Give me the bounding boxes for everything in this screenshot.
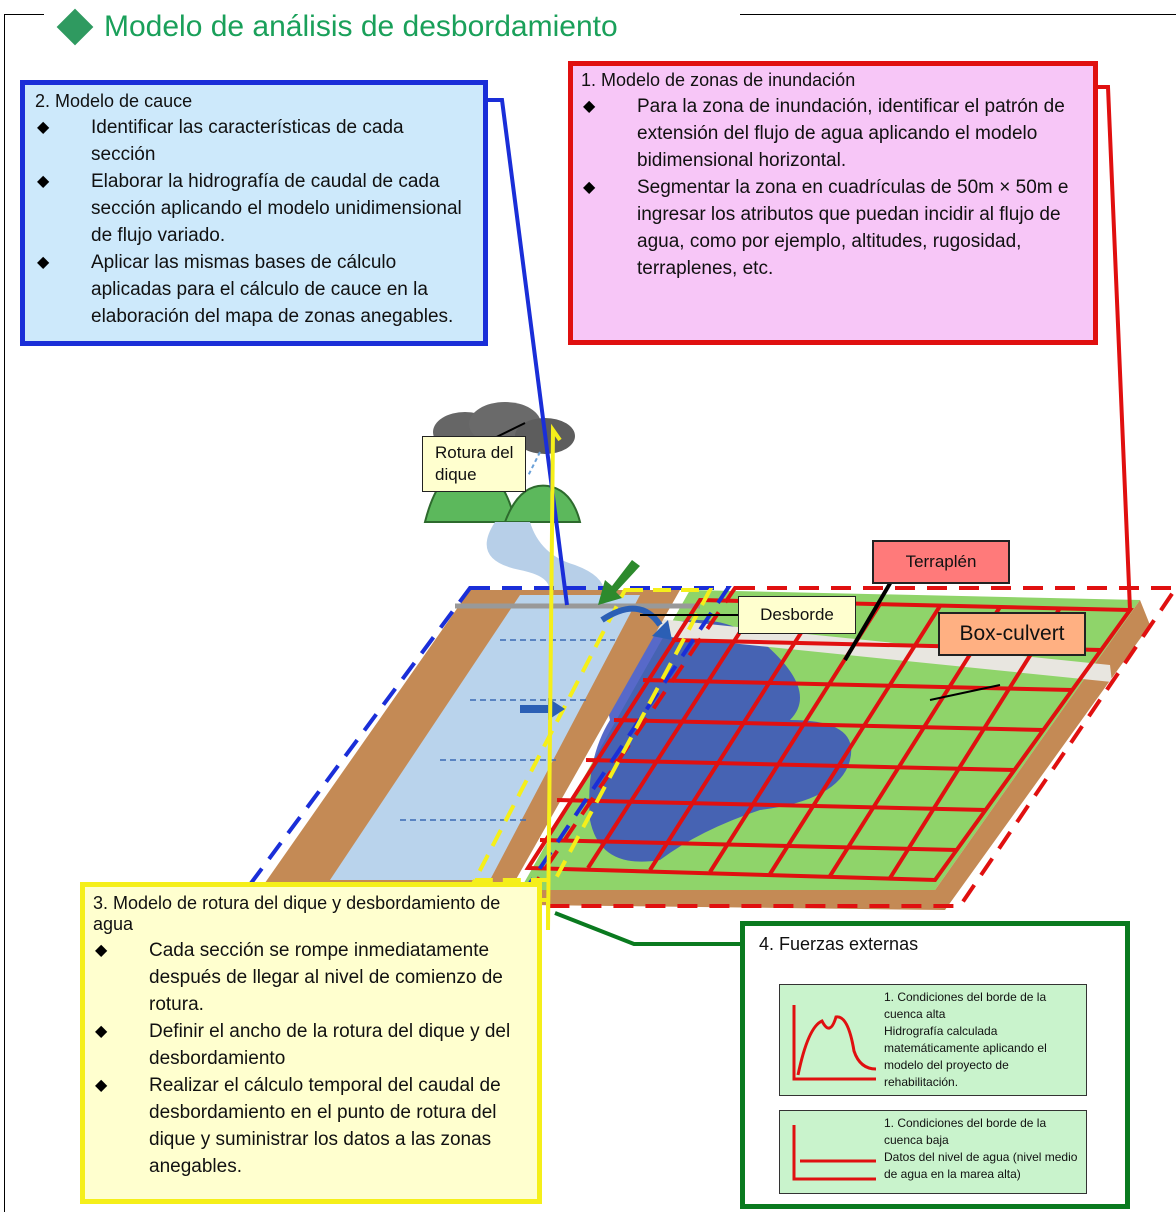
frame-left bbox=[4, 14, 5, 1212]
upper-boundary-card: 1. Condiciones del borde de la cuenca al… bbox=[779, 984, 1087, 1096]
breach-model-box: 3. Modelo de rotura del dique y desborda… bbox=[80, 882, 542, 1204]
river-water bbox=[330, 595, 640, 880]
breach-model-list: Cada sección se rompe inmediatamente des… bbox=[93, 937, 529, 1180]
rotura-callout: Rotura del dique bbox=[422, 436, 526, 492]
page-title: Modelo de análisis de desbordamiento bbox=[56, 8, 618, 46]
list-item: Cada sección se rompe inmediatamente des… bbox=[93, 937, 529, 1018]
external-forces-box: 4. Fuerzas externas 1. Condiciones del b… bbox=[740, 921, 1130, 1209]
flood-boundary bbox=[516, 586, 1176, 908]
upper-boundary-title: 1. Condiciones del borde de la cuenca al… bbox=[884, 990, 1047, 1021]
external-forces-heading: 4. Fuerzas externas bbox=[759, 934, 919, 954]
lower-boundary-text: Datos del nivel de agua (nivel medio de … bbox=[884, 1150, 1078, 1181]
river-model-heading: 2. Modelo de cauce bbox=[35, 91, 193, 111]
rotura-label: Rotura del dique bbox=[435, 443, 514, 484]
breach-model-heading: 3. Modelo de rotura del dique y desborda… bbox=[93, 893, 501, 934]
breach-leader bbox=[542, 423, 562, 931]
terraplen-callout: Terraplén bbox=[872, 540, 1010, 584]
desborde-callout: Desborde bbox=[738, 596, 856, 634]
list-item: Identificar las características de cada … bbox=[35, 114, 473, 168]
flood-model-list: Para la zona de inundación, identificar … bbox=[581, 93, 1085, 282]
frame-top-left bbox=[4, 14, 44, 15]
overflow-arrow bbox=[600, 605, 663, 627]
breach-arrow bbox=[520, 698, 565, 720]
lower-boundary-card: 1. Condiciones del borde de la cuenca ba… bbox=[779, 1110, 1087, 1194]
flood-model-box: 1. Modelo de zonas de inundación Para la… bbox=[568, 61, 1098, 345]
flood-model-heading: 1. Modelo de zonas de inundación bbox=[581, 70, 856, 90]
breach-boundary bbox=[471, 588, 714, 882]
list-item: Para la zona de inundación, identificar … bbox=[581, 93, 1085, 174]
culvert-pointer bbox=[929, 684, 1001, 701]
title-text: Modelo de análisis de desbordamiento bbox=[104, 10, 618, 43]
terraplen-pointer bbox=[843, 578, 894, 662]
frame-top-right bbox=[740, 14, 1176, 15]
box-culvert-label: Box-culvert bbox=[959, 622, 1065, 645]
desborde-label: Desborde bbox=[760, 605, 834, 624]
list-item: Segmentar la zona en cuadrículas de 50m … bbox=[581, 174, 1085, 282]
list-item: Elaborar la hidrografía de caudal de cad… bbox=[35, 168, 473, 249]
list-item: Definir el ancho de la rotura del dique … bbox=[93, 1018, 529, 1072]
lower-boundary-title: 1. Condiciones del borde de la cuenca ba… bbox=[884, 1116, 1047, 1147]
water-level-icon bbox=[792, 1125, 876, 1181]
river-model-list: Identificar las características de cada … bbox=[35, 114, 473, 330]
inflow-arrow bbox=[598, 560, 640, 605]
box-culvert-callout: Box-culvert bbox=[938, 612, 1086, 656]
river-leader bbox=[488, 98, 569, 606]
upper-boundary-text: Hidrografía calculada matemáticamente ap… bbox=[884, 1024, 1047, 1089]
flood-leader bbox=[1098, 85, 1132, 611]
flood-plain-edge bbox=[520, 600, 1150, 910]
list-item: Aplicar las mismas bases de cálculo apli… bbox=[35, 249, 473, 330]
external-leader bbox=[554, 911, 740, 946]
hydrograph-icon bbox=[792, 1005, 877, 1081]
upstream-river bbox=[486, 522, 605, 605]
river-model-box: 2. Modelo de cauce Identificar las carac… bbox=[20, 80, 488, 346]
terraplen-label: Terraplén bbox=[905, 552, 977, 571]
list-item: Realizar el cálculo temporal del caudal … bbox=[93, 1072, 529, 1180]
